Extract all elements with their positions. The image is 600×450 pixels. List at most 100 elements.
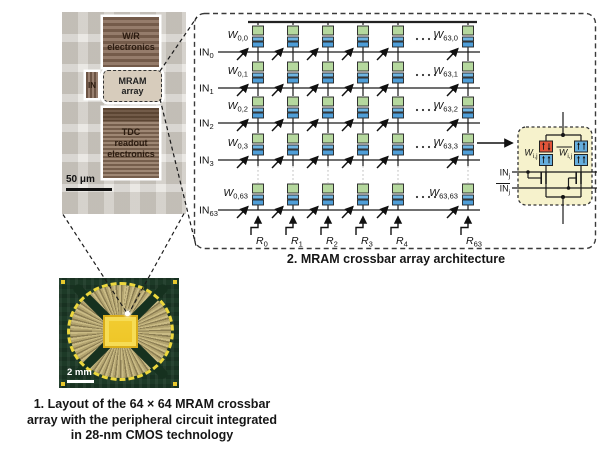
inset-weight-bar-label: Wi,j [559, 148, 572, 161]
mtj-device [252, 183, 264, 206]
weight-label-first: W0,3 [228, 137, 248, 151]
die-core [103, 315, 138, 348]
mtj-device [462, 96, 474, 119]
selector-arrow [306, 118, 319, 132]
mtj-device [392, 96, 404, 119]
mtj-cell [539, 140, 553, 153]
mtj-device [462, 61, 474, 84]
input-line-label: IN63 [199, 205, 218, 219]
mram-array-box: MRAM array [103, 70, 162, 102]
selector-arrow [376, 83, 389, 97]
mtj-device [252, 96, 264, 119]
mtj-device [357, 61, 369, 84]
mtj-device [287, 96, 299, 119]
in-block: IN [86, 72, 98, 98]
mtj-device [357, 25, 369, 48]
mtj-device [357, 96, 369, 119]
selector-arrow [306, 205, 319, 219]
mtj-device [462, 25, 474, 48]
inset-weight-label: Wi,j [524, 148, 537, 161]
selector-arrow [341, 118, 354, 132]
scalebar-2mm: 2 mm [67, 367, 94, 383]
tdc-label-line2: readout [114, 137, 148, 148]
mtj-device [287, 25, 299, 48]
mtj-cell [574, 154, 588, 166]
caption-figure2: 2. MRAM crossbar array architecture [286, 252, 506, 266]
selector-arrow [271, 83, 284, 97]
selector-arrow [446, 47, 459, 61]
selector-arrow [236, 47, 249, 61]
wr-electronics-block: W/R electronics [103, 17, 159, 67]
mtj-device [392, 133, 404, 156]
selector-arrow [446, 83, 459, 97]
readout-terminal [390, 215, 403, 235]
inset-input-label: INj [500, 168, 510, 181]
scalebar-2mm-label: 2 mm [67, 367, 92, 378]
selector-arrow [271, 155, 284, 169]
selector-arrow [341, 155, 354, 169]
readout-label: R1 [291, 235, 303, 249]
mtj-device [252, 61, 264, 84]
input-line-label: IN0 [199, 47, 214, 61]
selector-arrow [271, 205, 284, 219]
inset-input-bar-label: INj [500, 184, 510, 197]
readout-label: R0 [256, 235, 268, 249]
selector-arrow [341, 47, 354, 61]
readout-label: R63 [466, 235, 482, 249]
architecture-box [193, 12, 597, 250]
mtj-device [392, 183, 404, 206]
selector-arrow [376, 205, 389, 219]
caption-figure1-line3: in 28-nm CMOS technology [70, 428, 234, 442]
scalebar-50um-label: 50 μm [66, 174, 95, 185]
mtj-cell [539, 154, 553, 166]
selector-arrow [341, 83, 354, 97]
input-line-label: IN1 [199, 83, 214, 97]
weight-label-last: W63,63 [429, 187, 458, 201]
mtj-device [322, 96, 334, 119]
corner-pad [61, 382, 65, 386]
caption-figure1-line2: array with the peripheral circuit integr… [26, 412, 278, 427]
tdc-label-line3: electronics [107, 148, 155, 159]
caption-figure1-line1: 1. Layout of the 64 × 64 MRAM crossbar [33, 397, 271, 411]
mtj-cell [574, 140, 588, 153]
die-photo: 2 mm [59, 278, 179, 388]
selector-arrow [376, 47, 389, 61]
weight-label-last: W63,3 [433, 137, 458, 151]
selector-arrow [271, 47, 284, 61]
selector-arrow [236, 155, 249, 169]
weight-label-first: W0,0 [228, 29, 248, 43]
mtj-device [252, 133, 264, 156]
weight-label-first: W0,63 [223, 187, 248, 201]
mtj-device [462, 133, 474, 156]
selector-arrow [236, 118, 249, 132]
selector-arrow [236, 205, 249, 219]
selector-arrow [376, 118, 389, 132]
mtj-device [357, 133, 369, 156]
mtj-device [322, 61, 334, 84]
selector-arrow [236, 83, 249, 97]
readout-label: R3 [361, 235, 373, 249]
selector-arrow [306, 155, 319, 169]
in-label: IN [88, 80, 96, 90]
selector-arrow [446, 118, 459, 132]
caption-figure1: 1. Layout of the 64 × 64 MRAM crossbar a… [12, 397, 292, 444]
selector-arrow [341, 205, 354, 219]
mtj-device [322, 25, 334, 48]
readout-terminal [285, 215, 298, 235]
mtj-device [392, 61, 404, 84]
readout-label: R2 [326, 235, 338, 249]
tdc-readout-block: TDC readout electronics [103, 108, 159, 178]
readout-terminal [355, 215, 368, 235]
wr-label-line1: W/R [122, 31, 140, 41]
weight-label-first: W0,2 [228, 100, 248, 114]
weight-label-last: W63,0 [433, 29, 458, 43]
mtj-device [322, 133, 334, 156]
scalebar-2mm-bar [67, 380, 94, 383]
readout-terminal [460, 215, 473, 235]
mtj-device [252, 25, 264, 48]
mtj-device [392, 25, 404, 48]
tdc-label-line1: TDC [121, 126, 141, 137]
scalebar-50um: 50 μm [66, 174, 112, 191]
weight-label-last: W63,2 [433, 100, 458, 114]
corner-pad [173, 280, 177, 284]
